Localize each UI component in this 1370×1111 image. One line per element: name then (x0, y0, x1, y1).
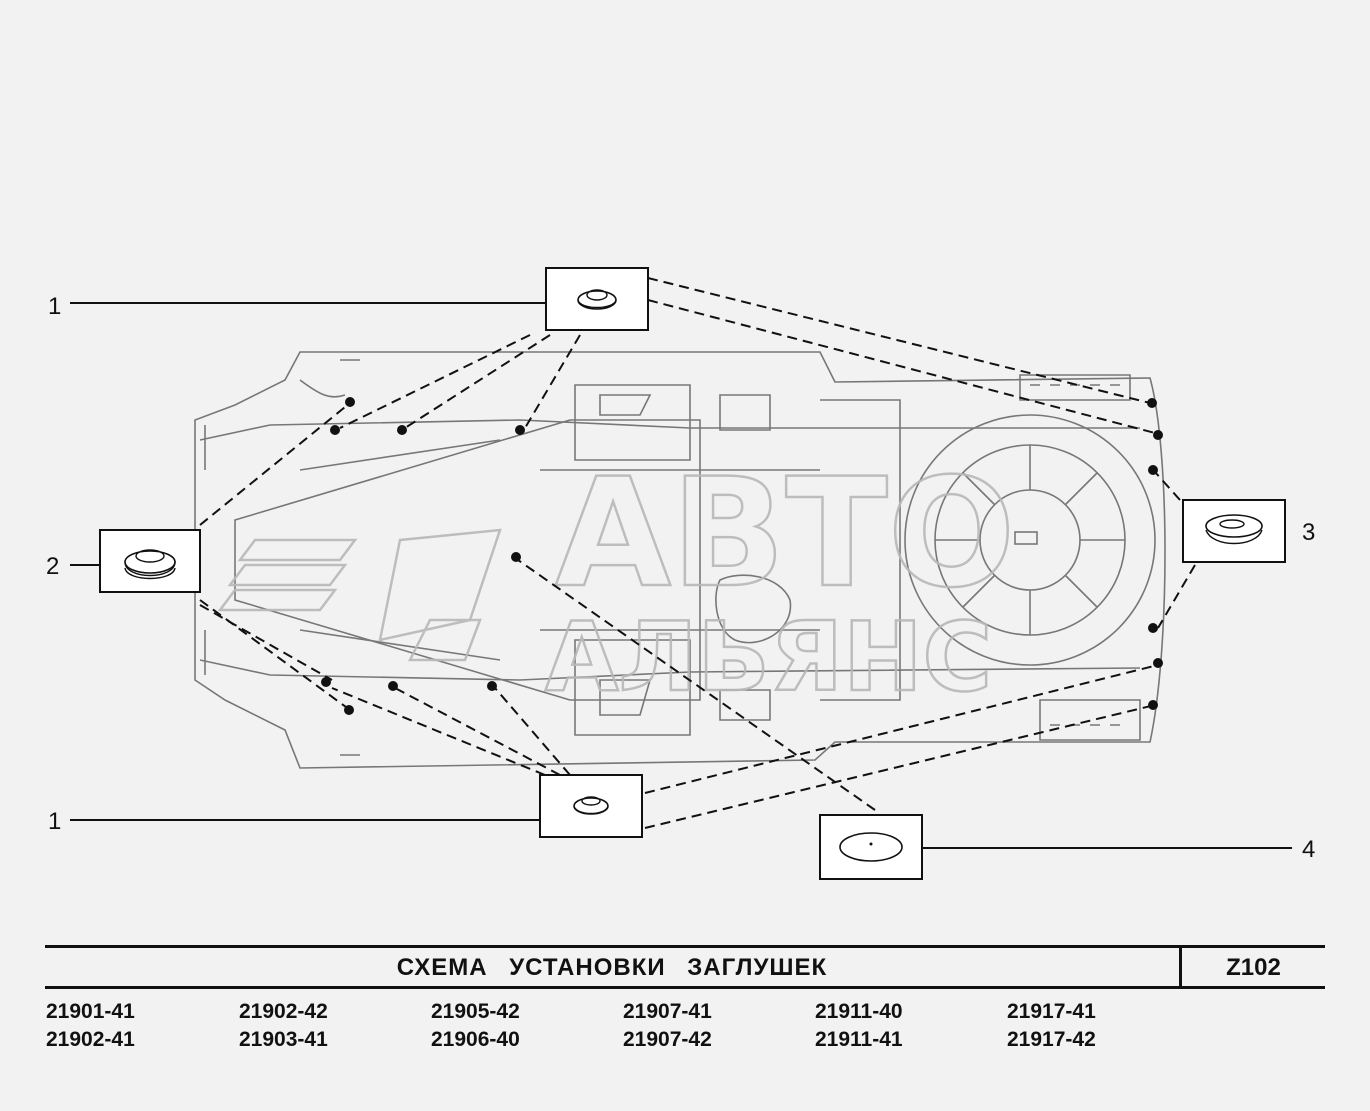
underbody-plug-diagram: АВТО АЛЬЯНС (46, 267, 1315, 880)
model-code: 21911-41 (815, 1028, 903, 1051)
callout-number: 4 (1302, 836, 1315, 863)
model-code: 21907-41 (623, 1000, 712, 1023)
model-code: 21902-41 (46, 1028, 135, 1051)
model-code: 21902-42 (239, 1000, 328, 1023)
part-box-1-bottom (539, 774, 643, 838)
watermark: АВТО АЛЬЯНС (217, 446, 1017, 714)
car-underbody (194, 351, 1166, 769)
part-box-4 (819, 814, 923, 880)
part-box-1-top (545, 267, 649, 331)
part-box-2 (99, 529, 201, 593)
page-title: СХЕМА УСТАНОВКИ ЗАГЛУШЕК (396, 954, 828, 981)
model-list: 21901-41 21902-42 21905-42 21907-41 2191… (46, 1000, 1286, 1052)
watermark-line2: АЛЬЯНС (545, 603, 992, 713)
model-code: 21917-41 (1007, 1000, 1096, 1023)
model-code: 21917-42 (1007, 1028, 1096, 1051)
mounting-points (321, 397, 1163, 715)
part-box-3 (1182, 499, 1286, 563)
callout-number: 1 (48, 808, 61, 835)
leader-lines (199, 277, 1196, 829)
model-code: 21906-40 (431, 1028, 520, 1051)
callout-number: 3 (1302, 519, 1315, 546)
model-code: 21907-42 (623, 1028, 712, 1051)
callout-number: 2 (46, 553, 59, 580)
callout-number: 1 (48, 293, 61, 320)
model-code: 21901-41 (46, 1000, 135, 1023)
model-code: 21905-42 (431, 1000, 520, 1023)
watermark-line1: АВТО (555, 447, 1015, 621)
diagram-code: Z102 (1179, 948, 1325, 986)
model-code: 21903-41 (239, 1028, 328, 1051)
title-block: СХЕМА УСТАНОВКИ ЗАГЛУШЕК Z102 (45, 945, 1325, 989)
model-code: 21911-40 (815, 1000, 903, 1023)
